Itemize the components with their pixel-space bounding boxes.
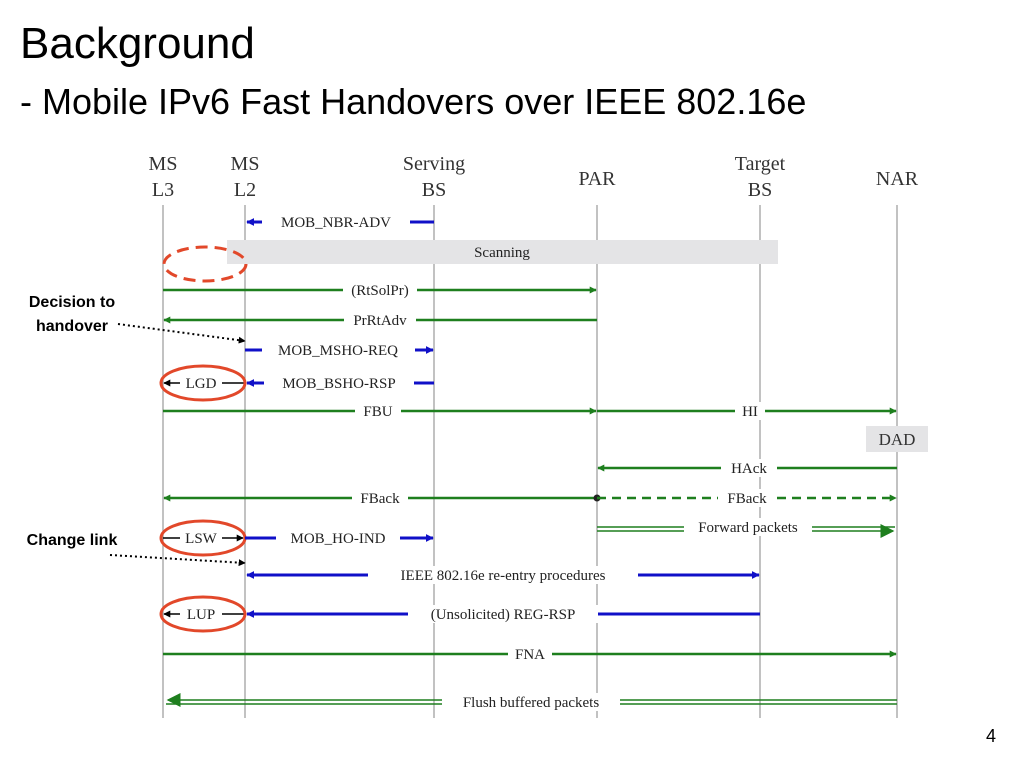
label-mob-msho-req: MOB_MSHO-REQ (278, 343, 398, 359)
lifelines (162, 205, 898, 718)
label-hi: HI (742, 404, 758, 420)
entity-ms-l3-line1: MS (149, 153, 178, 175)
scanning-bar (227, 240, 778, 264)
label-mob-nbr-adv: MOB_NBR-ADV (281, 215, 391, 231)
entity-nar: NAR (876, 168, 919, 190)
label-forward-packets: Forward packets (698, 520, 798, 536)
label-reentry: IEEE 802.16e re-entry procedures (401, 568, 606, 584)
label-mob-ho-ind: MOB_HO-IND (291, 531, 386, 547)
entity-target-bs-line2: BS (748, 179, 772, 201)
slide-subtitle: - Mobile IPv6 Fast Handovers over IEEE 8… (20, 81, 807, 122)
entity-ms-l2-line2: L2 (234, 179, 256, 201)
entity-ms-l2-line1: MS (231, 153, 260, 175)
entity-par: PAR (578, 168, 616, 190)
annotation-change-link: Change link (27, 532, 118, 549)
highlight-lup (159, 595, 247, 633)
highlight-scanning (162, 245, 248, 283)
label-scanning: Scanning (474, 245, 530, 261)
dad-bar (866, 426, 928, 452)
label-hack: HAck (731, 461, 767, 477)
label-rtsolpr: (RtSolPr) (351, 283, 409, 299)
label-lup: LUP (187, 607, 215, 623)
slide-title: Background (20, 19, 255, 68)
label-fbu: FBU (363, 404, 392, 420)
entity-serving-bs-line1: Serving (403, 153, 465, 175)
pointer-decision (117, 323, 246, 344)
label-lgd: LGD (186, 376, 217, 392)
highlight-lgd (159, 364, 247, 402)
label-mob-bsho-rsp: MOB_BSHO-RSP (282, 376, 395, 392)
label-fna: FNA (515, 647, 545, 663)
annotation-decision-line2: handover (36, 318, 108, 335)
pointer-change-link (109, 554, 246, 567)
label-dad: DAD (879, 430, 916, 449)
label-lsw: LSW (185, 531, 218, 547)
label-fback-right: FBack (727, 491, 767, 507)
entity-serving-bs-line2: BS (422, 179, 446, 201)
label-fback-left: FBack (360, 491, 400, 507)
label-flush: Flush buffered packets (463, 695, 600, 711)
page-number: 4 (985, 726, 996, 746)
entity-target-bs-line1: Target (735, 153, 786, 175)
entity-ms-l3-line2: L3 (152, 179, 174, 201)
label-reg-rsp: (Unsolicited) REG-RSP (431, 607, 576, 623)
label-prrtadv: PrRtAdv (353, 313, 407, 329)
annotation-decision-line1: Decision to (29, 294, 115, 311)
